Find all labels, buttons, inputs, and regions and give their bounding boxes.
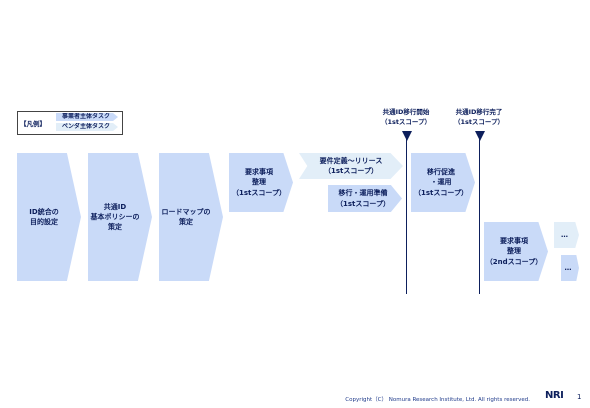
step-definition-release: 要件定義～リリース （1stスコープ）: [299, 153, 403, 179]
step-requirements-2nd: 要求事項 整理 （2ndスコープ）: [484, 222, 548, 281]
step-next-vendor: …: [554, 222, 579, 248]
milestone-complete-marker-icon: [475, 131, 485, 141]
milestone-complete-line: [479, 139, 480, 294]
step-migration-prep: 移行・運用準備 （1stスコープ）: [328, 185, 402, 212]
legend-title: 【凡例】: [20, 120, 46, 128]
page-number: 1: [577, 393, 582, 401]
step-policy: 共通ID 基本ポリシーの 策定: [88, 153, 152, 281]
step-roadmap: ロードマップの 策定: [159, 153, 223, 281]
step-next-client: …: [561, 255, 579, 281]
milestone-complete-label: 共通ID移行完了 （1stスコープ）: [453, 108, 505, 126]
milestone-start-line: [406, 139, 407, 294]
step-purpose: ID統合の 目的設定: [17, 153, 81, 281]
copyright-text: Copyright（C） Nomura Research Institute, …: [345, 397, 530, 403]
milestone-start-marker-icon: [402, 131, 412, 141]
nri-logo: NRI: [545, 390, 564, 401]
legend-vendor-task: ベンダ主体タスク: [56, 123, 118, 131]
step-requirements-1st: 要求事項 整理 （1stスコープ）: [229, 153, 293, 212]
legend-box: 【凡例】 事業者主体タスク ベンダ主体タスク: [17, 111, 123, 135]
legend-client-task: 事業者主体タスク: [56, 113, 118, 121]
step-migration-promote: 移行促進 ・運用 （1stスコープ）: [411, 153, 475, 212]
milestone-start-label: 共通ID移行開始 （1stスコープ）: [380, 108, 432, 126]
